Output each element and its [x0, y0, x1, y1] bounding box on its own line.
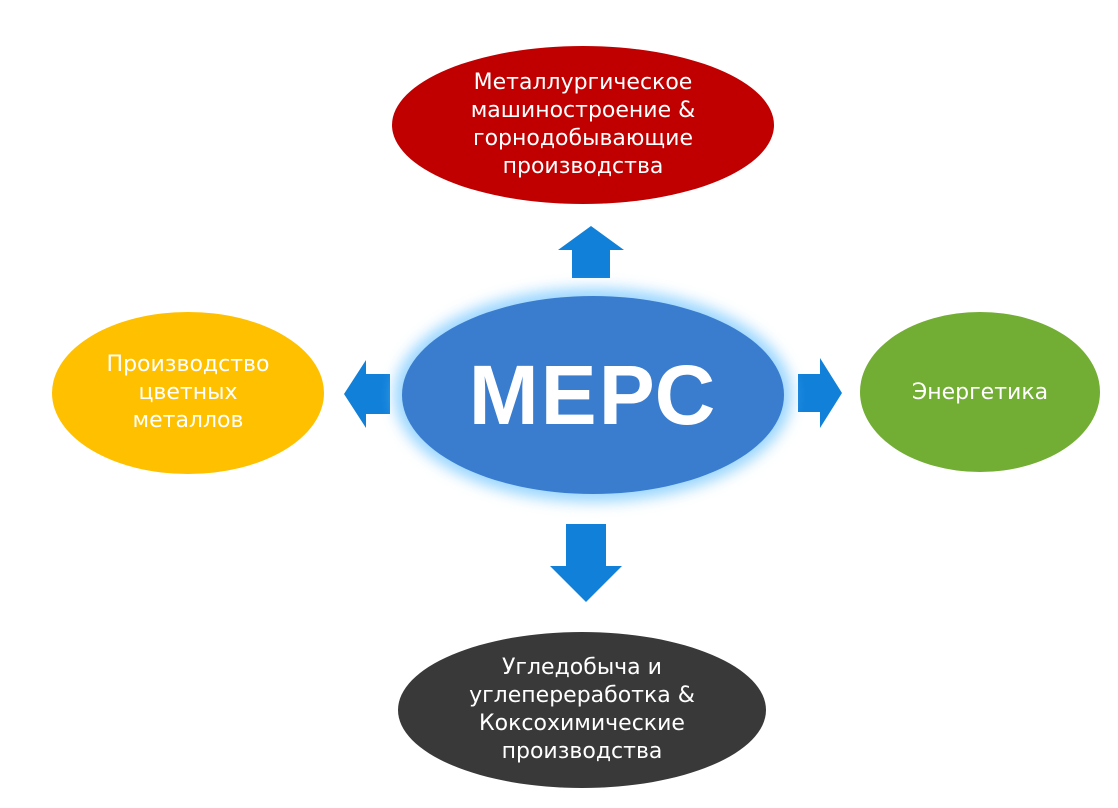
- node-metallurgical-engineering-label: Металлургическое машиностроение & горнод…: [470, 70, 696, 179]
- arrow-right-icon: [798, 358, 842, 428]
- node-mers-center-label: МЕРС: [468, 347, 718, 442]
- node-energy: Энергетика: [860, 312, 1100, 472]
- arrow-left-icon: [344, 360, 390, 428]
- node-energy-label: Энергетика: [911, 379, 1049, 405]
- node-coal-mining: Угледобыча и углепереработка & Коксохими…: [398, 632, 766, 788]
- arrow-down-icon: [550, 524, 622, 602]
- arrow-up-icon: [558, 226, 624, 278]
- node-metallurgical-engineering: Металлургическое машиностроение & горнод…: [392, 46, 774, 204]
- node-nonferrous-metals: Производство цветных металлов: [52, 312, 324, 474]
- node-nonferrous-metals-label: Производство цветных металлов: [106, 352, 270, 433]
- node-mers-center: МЕРС: [402, 296, 784, 494]
- node-coal-mining-label: Угледобыча и углепереработка & Коксохими…: [469, 655, 695, 764]
